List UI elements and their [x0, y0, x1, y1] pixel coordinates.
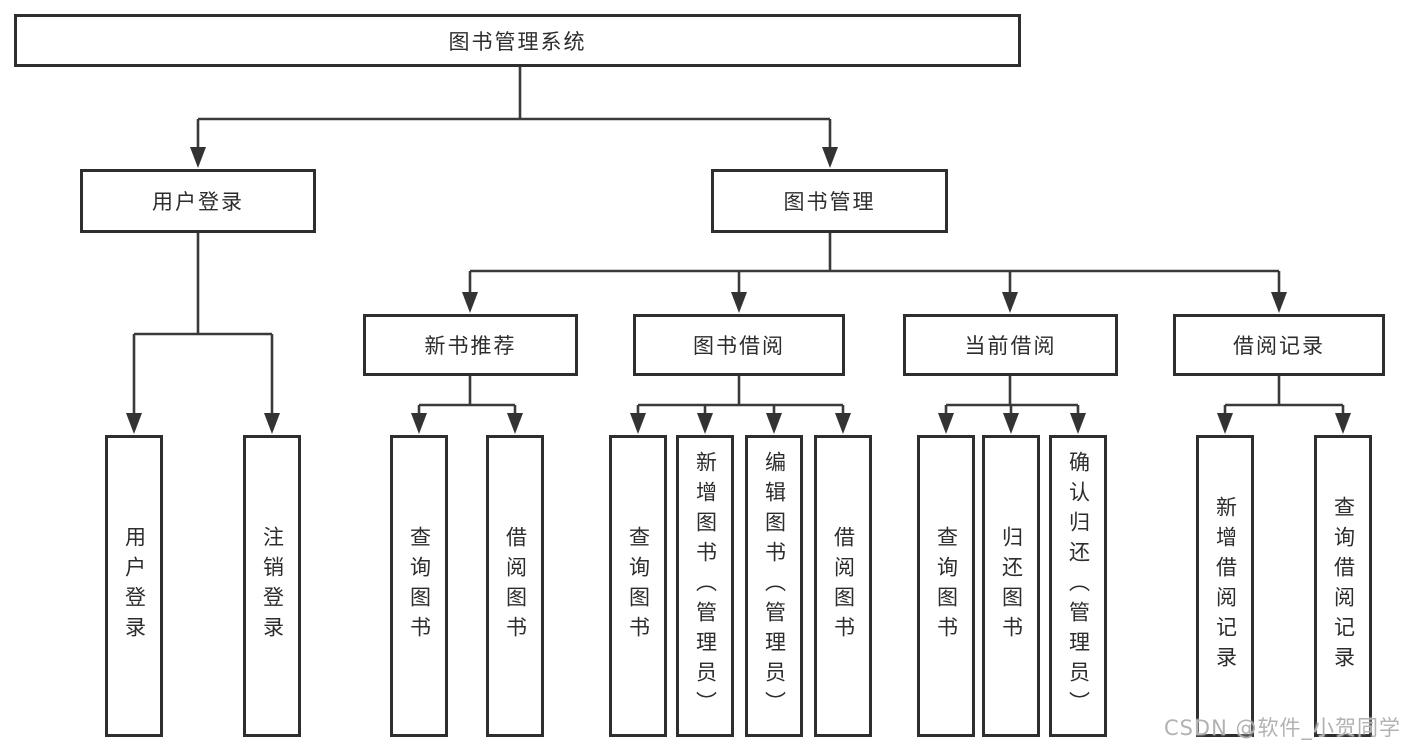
leaf-borrow-edit-admin: 编辑图书（管理员） [745, 435, 803, 737]
leaf-user-login: 用户登录 [105, 435, 163, 737]
node-new-book: 新书推荐 [363, 314, 578, 376]
leaf-borrow-query: 查询图书 [609, 435, 667, 737]
leaf-newbook-query: 查询图书 [390, 435, 448, 737]
leaf-borrow-book: 借阅图书 [814, 435, 872, 737]
leaf-current-query: 查询图书 [917, 435, 975, 737]
node-book-borrow: 图书借阅 [633, 314, 845, 376]
leaf-logout: 注销登录 [243, 435, 301, 737]
leaf-return-book: 归还图书 [982, 435, 1040, 737]
node-current-borrow: 当前借阅 [903, 314, 1118, 376]
leaf-query-record: 查询借阅记录 [1314, 435, 1372, 737]
node-user-login: 用户登录 [80, 169, 316, 233]
node-book-mgmt: 图书管理 [711, 169, 948, 233]
leaf-add-record: 新增借阅记录 [1196, 435, 1254, 737]
csdn-watermark: CSDN @软件_小贺同学 [1163, 716, 1401, 740]
leaf-newbook-borrow: 借阅图书 [486, 435, 544, 737]
node-root: 图书管理系统 [14, 14, 1021, 67]
node-borrow-records: 借阅记录 [1173, 314, 1385, 376]
leaf-borrow-add-admin: 新增图书（管理员） [676, 435, 734, 737]
leaf-confirm-return-admin: 确认归还（管理员） [1049, 435, 1107, 737]
